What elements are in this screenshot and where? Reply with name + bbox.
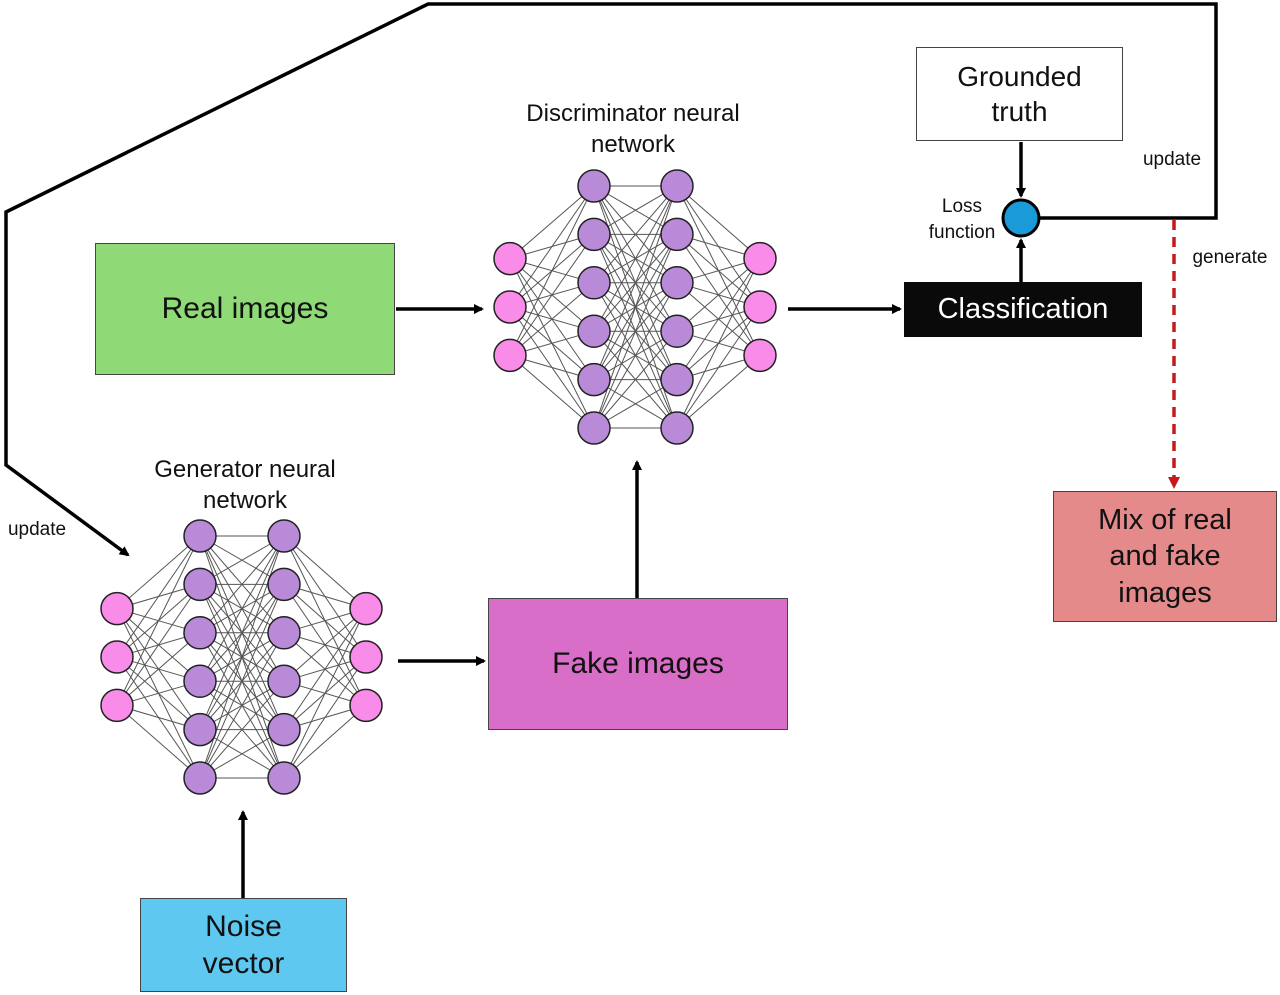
mix-images-label: Mix of real and fake images — [1098, 504, 1232, 609]
generator-io-neuron — [349, 591, 383, 626]
discriminator-io-neuron — [493, 338, 527, 373]
mix-images-box: Mix of real and fake images — [1053, 491, 1277, 622]
generator-hidden-neuron — [267, 761, 301, 795]
real-images-label: Real images — [161, 292, 329, 326]
discriminator-connection — [676, 306, 761, 429]
discriminator-hidden-neuron — [577, 169, 611, 203]
real-images-box: Real images — [95, 243, 395, 375]
discriminator-title: Discriminator neural network — [526, 100, 740, 159]
discriminator-connection — [509, 185, 595, 308]
generator-hidden-neuron — [183, 519, 217, 553]
discriminator-hidden-neuron — [660, 266, 694, 300]
discriminator-connection — [509, 282, 595, 356]
loss-function-node — [1001, 198, 1041, 238]
generator-hidden-neuron — [183, 664, 217, 698]
discriminator-connection — [509, 355, 595, 429]
generator-hidden-neuron — [267, 616, 301, 650]
discriminator-connection — [593, 282, 678, 429]
discriminator-connection — [593, 234, 678, 429]
generator-io-neuron — [100, 591, 134, 626]
discriminator-hidden-neuron — [660, 169, 694, 203]
generator-connection — [199, 680, 285, 779]
generator-connection — [283, 705, 367, 779]
discriminator-connection — [676, 185, 761, 259]
generator-connection — [116, 535, 201, 706]
discriminator-connection — [676, 258, 761, 429]
noise-vector-label: Noise vector — [202, 909, 285, 981]
discriminator-hidden-neuron — [577, 411, 611, 445]
generator-connection — [283, 535, 367, 609]
generator-connection — [116, 535, 201, 609]
generator-io-neuron — [100, 640, 134, 674]
fake-images-label: Fake images — [552, 647, 724, 681]
generator-io-neuron — [349, 640, 383, 674]
generator-title: Generator neural network — [154, 456, 336, 515]
grounded-truth-label: Grounded truth — [957, 61, 1082, 127]
generator-connection — [283, 608, 367, 730]
generator-connections — [116, 535, 367, 779]
discriminator-connection — [593, 185, 678, 380]
discriminator-hidden-neuron — [660, 217, 694, 252]
discriminator-connection — [593, 185, 678, 332]
update-top-label: update — [1142, 149, 1202, 170]
generator-connection — [116, 535, 201, 658]
loss-function-label: Loss function — [928, 196, 996, 243]
discriminator-connection — [509, 234, 595, 356]
generator-neurons — [100, 519, 383, 795]
generator-connection — [283, 656, 367, 779]
noise-vector-box: Noise vector — [140, 898, 347, 992]
generator-connection — [199, 584, 285, 779]
discriminator-connection — [676, 355, 761, 429]
discriminator-io-neuron — [493, 241, 527, 276]
generator-connection — [199, 632, 285, 779]
discriminator-hidden-neuron — [660, 362, 694, 397]
fake-images-box: Fake images — [488, 598, 788, 730]
generator-connection — [199, 535, 285, 634]
classification-box: Classification — [904, 282, 1142, 337]
discriminator-connections — [509, 185, 761, 429]
discriminator-connection — [676, 258, 761, 380]
generator-connection — [283, 608, 367, 779]
generator-hidden-neuron — [183, 712, 217, 747]
generator-hidden-neuron — [267, 567, 301, 602]
discriminator-hidden-neuron — [577, 314, 611, 348]
discriminator-io-neuron — [743, 290, 777, 324]
generator-hidden-neuron — [267, 712, 301, 747]
generator-connection — [199, 535, 285, 730]
generator-hidden-neuron — [183, 567, 217, 602]
discriminator-hidden-neuron — [577, 217, 611, 252]
grounded-truth-box: Grounded truth — [916, 47, 1123, 141]
generator-hidden-neuron — [183, 616, 217, 650]
discriminator-neurons — [493, 169, 777, 445]
generator-connection — [116, 705, 201, 779]
update-feedback-line — [4, 2, 1218, 557]
discriminator-connection — [593, 185, 678, 284]
discriminator-io-neuron — [743, 338, 777, 373]
discriminator-connection — [676, 258, 761, 332]
discriminator-hidden-neuron — [660, 411, 694, 445]
discriminator-io-neuron — [743, 241, 777, 276]
discriminator-connection — [509, 185, 595, 259]
generator-connection — [116, 632, 201, 706]
generator-connection — [283, 608, 367, 682]
generator-connection — [199, 535, 285, 682]
discriminator-io-neuron — [493, 290, 527, 324]
discriminator-hidden-neuron — [660, 314, 694, 348]
generator-connection — [116, 584, 201, 706]
discriminator-hidden-neuron — [577, 362, 611, 397]
discriminator-connection — [509, 185, 595, 356]
generator-hidden-neuron — [183, 761, 217, 795]
generate-label: generate — [1192, 247, 1268, 268]
generator-io-neuron — [349, 688, 383, 723]
generator-hidden-neuron — [267, 664, 301, 698]
generator-io-neuron — [100, 688, 134, 723]
discriminator-hidden-neuron — [577, 266, 611, 300]
classification-label: Classification — [937, 293, 1109, 326]
generator-hidden-neuron — [267, 519, 301, 553]
discriminator-connection — [593, 330, 678, 429]
update-left-label: update — [7, 519, 67, 540]
